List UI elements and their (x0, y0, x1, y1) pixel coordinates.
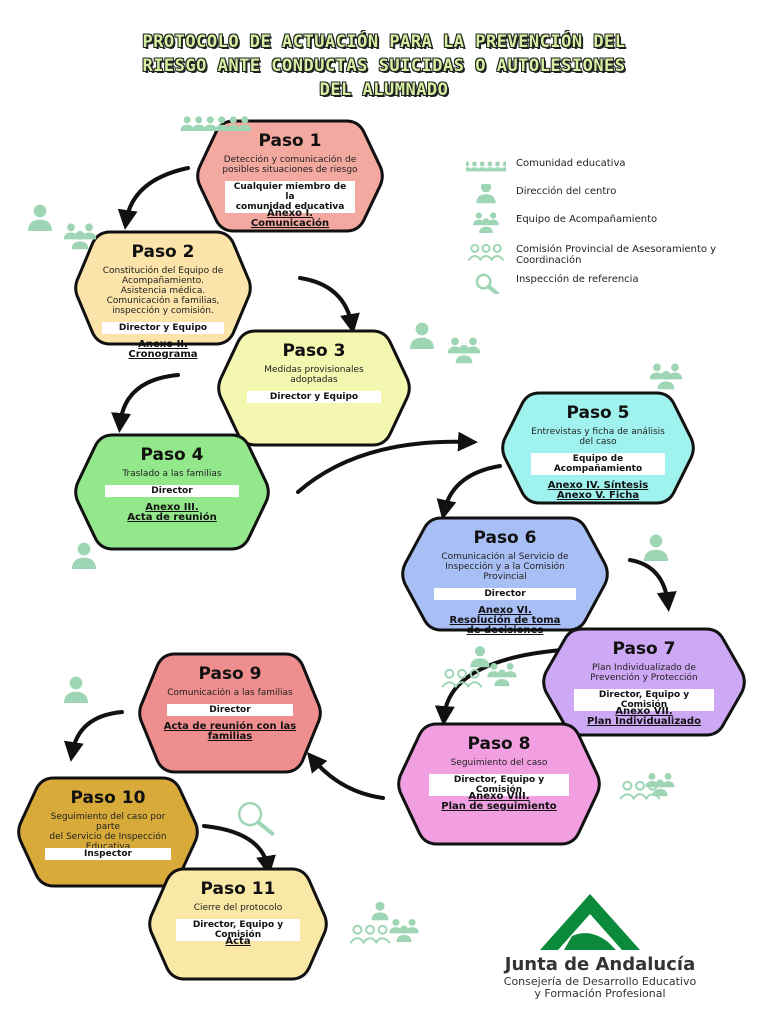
flow-arrow (64, 710, 124, 762)
step-hexagon-9 (138, 652, 322, 774)
team-icon (447, 337, 481, 364)
legend-label: Dirección del centro (516, 186, 617, 197)
commission-icon (441, 668, 483, 688)
team-icon (63, 223, 97, 250)
flow-arrow (306, 751, 385, 800)
commission-icon-shape (467, 243, 505, 262)
team-icon (389, 919, 419, 943)
director-icon (371, 901, 389, 921)
legend-item: Inspección de referencia (466, 272, 756, 294)
flow-arrow (628, 558, 677, 612)
brand-block: Junta de Andalucía Consejería de Desarro… (440, 890, 760, 1010)
brand-subtitle-line: Consejería de Desarrollo Educativo (503, 975, 697, 988)
team-icon-shape (473, 212, 499, 234)
director-icon (410, 322, 434, 349)
legend-item: Dirección del centro (466, 184, 756, 206)
flow-arrow (296, 431, 478, 494)
team-icon (645, 773, 675, 797)
director-icon (476, 184, 496, 204)
director-icon (28, 204, 52, 231)
legend-label: Comisión Provincial de Asesoramiento y C… (516, 244, 717, 266)
brand-subtitle-line: y Formación Profesional (534, 987, 666, 1000)
legend-item: Equipo de Acompañamiento (466, 212, 756, 234)
community-icon-shape (466, 161, 506, 172)
flow-arrow (111, 373, 180, 433)
title-line: DEL ALUMNADO (319, 80, 449, 100)
step-hexagon-8 (397, 722, 601, 846)
step-hexagon-3 (217, 329, 411, 447)
team-icon (473, 212, 499, 234)
step-hexagon-7 (542, 627, 746, 737)
step-hexagon-5 (501, 391, 695, 505)
director-icon (644, 534, 668, 561)
legend-label: Inspección de referencia (516, 274, 639, 285)
title-line: PROTOCOLO DE ACTUACIÓN PARA LA PREVENCIÓ… (142, 32, 626, 52)
flow-arrow (117, 166, 190, 230)
flow-arrow (202, 824, 276, 876)
step-hexagon-10 (17, 776, 199, 888)
page-title: PROTOCOLO DE ACTUACIÓN PARA LA PREVENCIÓ… (60, 30, 708, 102)
inspection-icon (475, 273, 500, 294)
director-icon (72, 542, 96, 569)
director-icon (64, 676, 88, 703)
legend-label: Comunidad educativa (516, 158, 626, 169)
commission-icon (619, 780, 661, 800)
inspection-icon (237, 801, 275, 836)
team-icon (649, 363, 683, 390)
brand-name: Junta de Andalucía (504, 954, 696, 975)
commission-icon (349, 924, 391, 944)
community-icon (466, 161, 506, 172)
inspection-icon-shape (475, 273, 500, 294)
community-icon (180, 116, 252, 132)
commission-icon (467, 243, 505, 262)
step-hexagon-2 (74, 230, 252, 346)
step-hexagon-11 (148, 867, 328, 981)
flow-arrow (434, 648, 564, 726)
flow-arrow (436, 464, 502, 520)
team-icon (487, 663, 517, 687)
junta-logo-icon (540, 894, 640, 950)
title-line: RIESGO ANTE CONDUCTAS SUICIDAS O AUTOLES… (142, 56, 626, 76)
step-hexagon-1 (196, 119, 384, 233)
director-icon-shape (476, 184, 496, 204)
flow-arrow (298, 276, 360, 334)
step-hexagon-4 (74, 433, 270, 551)
legend-item: Comunidad educativa (466, 156, 756, 178)
brand-subtitle: Consejería de Desarrollo Educativo y For… (460, 976, 740, 1000)
director-icon (470, 646, 490, 668)
legend-label: Equipo de Acompañamiento (516, 214, 658, 225)
step-hexagon-6 (401, 516, 609, 632)
legend-item: Comisión Provincial de Asesoramiento y C… (466, 242, 756, 266)
